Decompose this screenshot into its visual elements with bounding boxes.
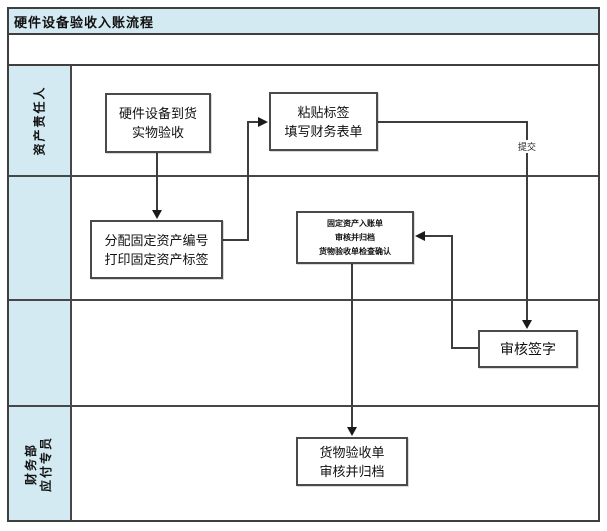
flowchart-title: 硬件设备验收入账流程 — [14, 14, 155, 30]
arrowhead-down-assign — [152, 210, 162, 219]
node-assign-asset-number-line2: 打印固定资产标签 — [104, 251, 209, 267]
header-spacer-row — [9, 35, 598, 66]
node-paste-label-line1: 粘贴标签 — [297, 104, 350, 120]
arrowhead-right-paste — [258, 117, 268, 127]
arrowhead-left-entry — [415, 231, 425, 241]
swimlane-2-header — [9, 177, 72, 299]
node-hardware-arrival-line1: 硬件设备到货 — [118, 106, 197, 121]
node-entry-check: 固定资产入账单 审核并归档 货物验收单检查确认 — [296, 211, 414, 264]
flowchart-title-bar: 硬件设备验收入账流程 — [9, 9, 598, 35]
node-entry-check-line3: 货物验收单检查确认 — [319, 246, 391, 256]
node-goods-acceptance-archive-line1: 货物验收单 — [319, 444, 385, 460]
node-review-sign: 审核签字 — [478, 330, 578, 368]
node-hardware-arrival: 硬件设备到货 实物验收 — [105, 93, 211, 153]
swimlane-finance-ap-header: 财务部 应付专员 — [9, 407, 72, 520]
node-goods-acceptance-archive-line2: 审核并归档 — [319, 463, 385, 479]
node-goods-acceptance-archive: 货物验收单 审核并归档 — [296, 437, 408, 486]
node-hardware-arrival-line2: 实物验收 — [131, 125, 184, 140]
node-paste-label: 粘贴标签 填写财务表单 — [269, 92, 378, 151]
node-entry-check-line2: 审核并归档 — [335, 232, 375, 242]
swimlane-asset-owner-header: 资产责任人 — [9, 66, 72, 175]
swimlane-3-header — [9, 301, 72, 405]
node-paste-label-line2: 填写财务表单 — [284, 123, 363, 139]
edge-label-submit: 提交 — [508, 140, 546, 153]
node-entry-check-line1: 固定资产入账单 — [327, 218, 383, 228]
node-review-sign-line1: 审核签字 — [500, 340, 556, 357]
node-assign-asset-number: 分配固定资产编号 打印固定资产标签 — [90, 220, 223, 279]
edge-review-to-entry — [425, 235, 478, 349]
arrowhead-down-goods — [347, 427, 357, 436]
edge-paste-to-review — [378, 121, 528, 320]
edge-assign-to-paste — [221, 121, 258, 241]
arrowhead-down-review — [522, 320, 532, 329]
node-assign-asset-number-line1: 分配固定资产编号 — [104, 232, 209, 248]
